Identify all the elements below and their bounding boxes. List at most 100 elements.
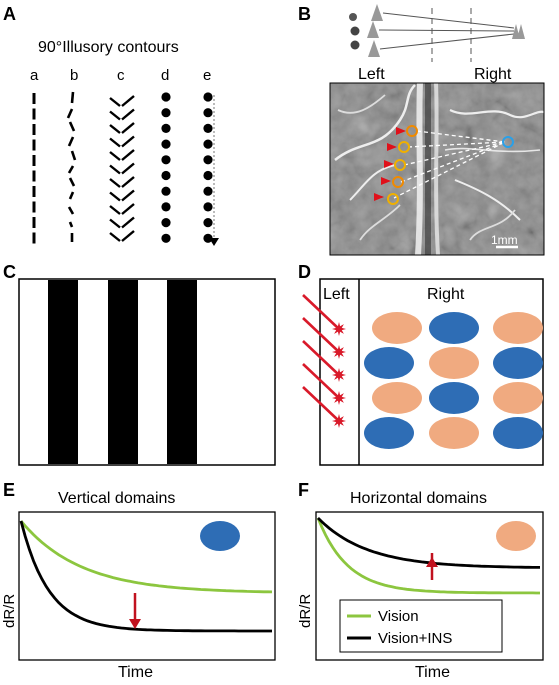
contour-dot [203,233,213,243]
chevron-right-stroke [121,230,135,242]
panel-e-xlabel: Time [118,664,153,681]
vertical-domain [364,347,414,379]
panel-e-frame [18,511,276,661]
column-c-chevrons [109,95,135,242]
jittered-segment [67,165,75,174]
panel-a: A 90°Illusory contours a b c d e [3,4,219,246]
scale-bar-label: 1mm [491,233,518,247]
panel-d-right-label: Right [427,286,465,303]
vertical-domain [493,347,543,379]
cortex-image [330,83,544,255]
panel-f-label: F [298,480,309,500]
chevron-right-stroke [121,108,135,121]
laser-spot-icon [332,345,346,359]
chevron-left-stroke [109,218,121,229]
chevron-left-stroke [109,137,121,148]
horizontal-domain [429,347,479,379]
change-arrow-head [129,619,141,629]
vision-ins-curve [19,520,272,633]
jittered-segment [70,91,75,104]
laser-beams [302,294,346,428]
panel-c-label: C [3,262,16,282]
jittered-segment [67,206,75,215]
chevron-left-stroke [109,191,121,202]
jittered-segment [66,108,74,119]
panel-b-right-label: Right [474,66,512,83]
chevron-left-stroke [109,110,121,121]
vision-curve [316,517,540,595]
stimulation-sites [387,125,514,205]
jittered-segment [67,136,75,147]
vertical-domain [429,312,479,344]
panel-a-label: A [3,4,16,24]
laser-markers [374,127,406,201]
chevron-left-stroke [109,164,121,175]
stimulus-dot [350,40,360,50]
laser-beam [302,317,340,353]
contour-dot [203,123,213,133]
laser-beam [302,363,340,399]
chevron-left-stroke [109,151,121,161]
contour-dot [161,155,171,165]
panel-d-left-label: Left [323,286,350,303]
chevron-right-stroke [121,135,135,148]
panel-b-label: B [298,4,311,24]
legend-box [339,599,503,653]
vertical-domain [493,417,543,449]
contour-dot [161,202,171,212]
column-b-segments [66,91,77,242]
grating-bar [108,280,138,464]
column-label-c: c [117,67,125,84]
laser-spot-icon [332,414,346,428]
contour-dot [203,202,213,212]
panel-e-title: Vertical domains [58,490,175,507]
contour-dot [203,170,213,181]
panel-e-label: E [3,480,15,500]
chevron-right-stroke [121,203,135,215]
laser-spot-icon [332,391,346,405]
change-arrow-head [426,557,438,567]
grating-bar [48,280,78,464]
panel-f-xlabel: Time [415,664,450,681]
chevron-right-stroke [121,216,135,229]
column-e-arrowhead [209,238,219,246]
panel-c: C [3,262,276,466]
grating-bar [167,280,197,464]
contour-dot [203,92,213,102]
stimulus-dot [349,13,357,21]
contour-dot [203,139,213,149]
domain-grid [364,312,543,449]
contour-dot [203,108,213,118]
contour-dot [161,108,171,118]
panel-f-title: Horizontal domains [350,490,487,507]
projection-line [378,29,515,32]
chevron-right-stroke [121,189,135,202]
contour-dot [161,123,171,133]
horizontal-domain [493,382,543,414]
panel-e-ylabel: dR/R [1,594,18,628]
horizontal-domain [372,382,422,414]
connection-lines [393,130,506,199]
vertical-domain [364,417,414,449]
chevron-right-stroke [121,176,135,188]
horizontal-domain [493,312,543,344]
column-label-d: d [161,67,169,84]
chevron-left-stroke [109,97,121,107]
panel-e: E Vertical domains dR/R Time [1,480,276,681]
panel-f-frame [315,511,544,661]
projection-line [379,33,515,50]
panel-a-title: 90°Illusory contours [38,39,179,56]
laser-triangle-icon [368,40,380,57]
laser-spot-icon [332,368,346,382]
chevron-left-stroke [109,232,121,242]
jittered-segment [68,121,76,132]
contour-dot [161,233,171,243]
jittered-segment [70,150,77,161]
column-label-b: b [70,67,78,84]
chevron-right-stroke [121,162,135,175]
contour-dot [203,218,213,228]
panel-b: B Left Right [298,4,545,256]
laser-triangle-icon [367,21,379,38]
contour-dot [161,170,171,181]
